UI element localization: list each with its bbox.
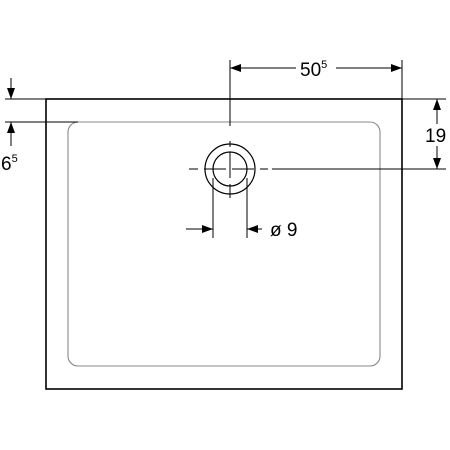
arrow-up-icon bbox=[433, 99, 441, 110]
tray-outer-outline bbox=[45, 98, 403, 390]
arrow-down-icon bbox=[7, 88, 15, 99]
depth-dimension: 19 bbox=[272, 98, 446, 170]
arrow-left-icon bbox=[230, 64, 241, 72]
arrow-down-icon bbox=[433, 158, 441, 169]
arrow-right-icon bbox=[391, 64, 402, 72]
rim-dimension: 65 bbox=[1, 78, 78, 175]
arrow-right-icon bbox=[202, 225, 213, 233]
width-dimension-label: 505 bbox=[300, 59, 327, 81]
tray-inner-basin bbox=[67, 121, 381, 367]
width-dimension: 505 bbox=[229, 59, 403, 126]
drain bbox=[189, 141, 268, 198]
arrow-up-icon bbox=[7, 122, 15, 133]
drain-diameter-dimension: ø 9 bbox=[186, 178, 297, 241]
arrow-left-icon bbox=[247, 225, 258, 233]
drain-diameter-label: ø 9 bbox=[270, 220, 297, 241]
rim-dimension-label: 65 bbox=[1, 153, 18, 175]
depth-dimension-label: 19 bbox=[425, 126, 446, 147]
